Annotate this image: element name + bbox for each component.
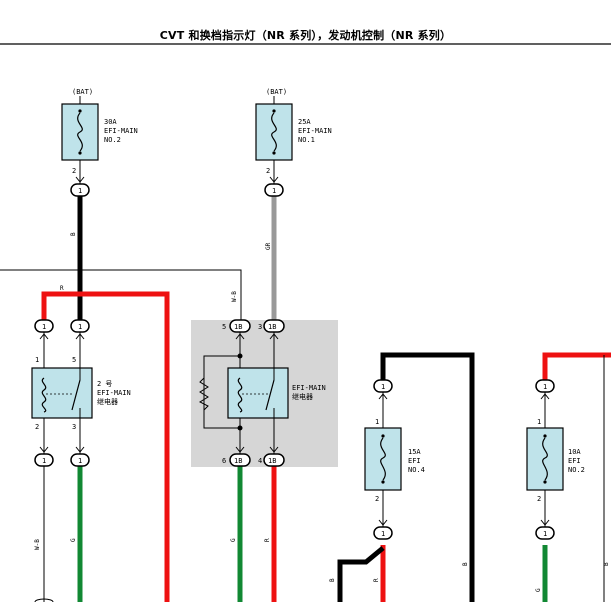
switch-icon [71, 379, 81, 411]
svg-text:2: 2 [72, 167, 76, 175]
wire-b-right [380, 352, 475, 602]
svg-text:EFI: EFI [408, 457, 421, 465]
wire-label: G [535, 588, 542, 592]
svg-text:1: 1 [537, 418, 541, 426]
fuse-efi-no4: 1 1 15A EFI NO.4 2 1 [364, 379, 425, 540]
svg-text:1: 1 [35, 356, 39, 364]
connector [263, 319, 285, 333]
svg-text:继电器: 继电器 [292, 392, 313, 401]
connector [229, 453, 251, 467]
fuse-icon [271, 112, 277, 152]
svg-text:1: 1 [78, 323, 82, 331]
relay-efi-main: 5 1B 3 1B EFI-MAIN 继电器 6 1B 4 1B [198, 319, 326, 467]
svg-text:2: 2 [35, 423, 39, 431]
wire-label: B [70, 232, 77, 236]
fuse-icon [77, 112, 83, 152]
svg-text:25A: 25A [298, 118, 311, 126]
svg-text:EFI-MAIN: EFI-MAIN [97, 389, 131, 397]
svg-text:NO.4: NO.4 [408, 466, 425, 474]
wire-label: B [603, 562, 610, 566]
svg-text:1: 1 [42, 457, 46, 465]
svg-text:1B: 1B [268, 323, 276, 331]
wire-label: G [70, 538, 77, 542]
svg-text:1B: 1B [268, 457, 276, 465]
relay2-resistor-loop [203, 355, 240, 429]
svg-text:1: 1 [543, 530, 547, 538]
connector [263, 453, 285, 467]
fuse-icon [542, 437, 548, 481]
wire-b-bottom [337, 546, 385, 602]
svg-text:1: 1 [543, 383, 547, 391]
wire-label: W-B [231, 291, 238, 302]
connector [34, 319, 54, 333]
svg-text:15A: 15A [408, 448, 421, 456]
fuse-efi-main-no1: (BAT) 25A EFI-MAIN NO.1 2 1 [255, 88, 332, 197]
wire-label: G [230, 538, 237, 542]
fuse-efi-main-no2: (BAT) 30A EFI-MAIN NO.2 2 1 [61, 88, 138, 197]
switch-icon [265, 379, 275, 411]
connector [34, 453, 54, 467]
wire-r-far [542, 352, 611, 380]
svg-text:2 号: 2 号 [97, 380, 112, 388]
svg-text:2: 2 [266, 167, 270, 175]
connector [70, 453, 90, 467]
wire-label: R [60, 285, 64, 292]
svg-text:6: 6 [222, 457, 226, 465]
svg-text:2: 2 [537, 495, 541, 503]
connector [70, 183, 90, 197]
svg-text:EFI-MAIN: EFI-MAIN [292, 384, 326, 392]
svg-text:1: 1 [78, 187, 82, 195]
connector [373, 526, 393, 540]
svg-text:1B: 1B [234, 457, 242, 465]
fuse-source-label: (BAT) [72, 88, 93, 96]
svg-text:4: 4 [258, 457, 262, 465]
connector [70, 319, 90, 333]
svg-text:EFI-MAIN: EFI-MAIN [298, 127, 332, 135]
fuse-source-label: (BAT) [266, 88, 287, 96]
svg-text:5: 5 [72, 356, 76, 364]
relay-2-efi-main: 1 1 1 5 2 号 EFI-MAIN 继电器 2 3 1 1 [31, 319, 131, 467]
coil-icon [237, 377, 243, 413]
svg-text:2: 2 [375, 495, 379, 503]
wire-label: R [264, 538, 271, 542]
svg-text:5: 5 [222, 323, 226, 331]
svg-text:继电器: 继电器 [97, 397, 118, 406]
svg-text:3: 3 [258, 323, 262, 331]
svg-text:1: 1 [381, 383, 385, 391]
junction-dot [237, 353, 243, 359]
diagram-title: CVT 和换档指示灯（NR 系列），发动机控制（NR 系列） [159, 29, 452, 42]
resistor-icon [198, 377, 209, 411]
wire-r-top [41, 291, 170, 602]
svg-text:1: 1 [42, 323, 46, 331]
svg-text:3: 3 [72, 423, 76, 431]
fuse-efi-no2: 1 1 10A EFI NO.2 2 1 [526, 379, 585, 540]
wire-label: B [462, 562, 469, 566]
coil-icon [41, 377, 47, 413]
svg-text:NO.2: NO.2 [568, 466, 585, 474]
svg-text:1B: 1B [234, 323, 242, 331]
connector [535, 526, 555, 540]
svg-text:30A: 30A [104, 118, 117, 126]
svg-text:NO.2: NO.2 [104, 136, 121, 144]
svg-text:1: 1 [272, 187, 276, 195]
connector [264, 183, 284, 197]
fuse-icon [380, 437, 386, 481]
terminal-stub [34, 598, 54, 602]
wire-label: GR [265, 242, 272, 250]
svg-text:EFI-MAIN: EFI-MAIN [104, 127, 138, 135]
wire-label: W-B [34, 539, 41, 550]
svg-text:1: 1 [375, 418, 379, 426]
wire-label: B [329, 578, 336, 582]
svg-text:1: 1 [78, 457, 82, 465]
svg-text:1: 1 [381, 530, 385, 538]
svg-text:NO.1: NO.1 [298, 136, 315, 144]
wire-label: R [373, 578, 380, 582]
connector [229, 319, 251, 333]
junction-dot [237, 425, 243, 431]
svg-text:10A: 10A [568, 448, 581, 456]
svg-text:EFI: EFI [568, 457, 581, 465]
